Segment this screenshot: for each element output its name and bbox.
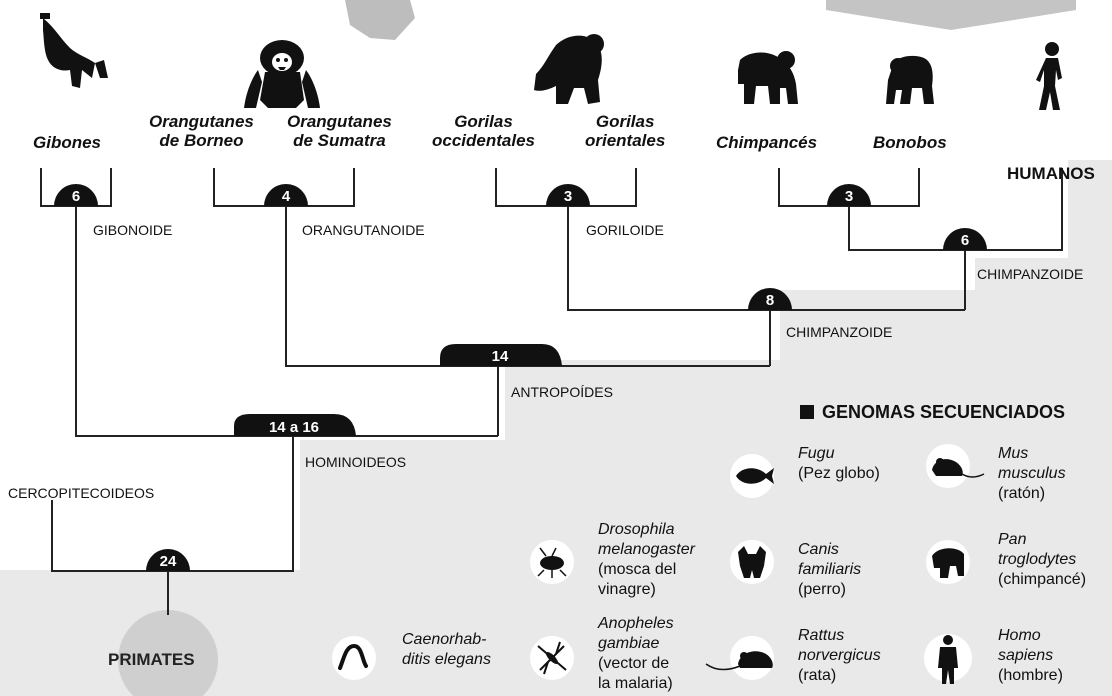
svg-text:6: 6 xyxy=(72,188,80,205)
bonobo-icon xyxy=(886,56,934,104)
species-label-bonobos: Bonobos xyxy=(873,133,947,152)
clade-label-goriloide: GORILOIDE xyxy=(586,222,664,238)
svg-text:4: 4 xyxy=(282,188,291,205)
species-label-chimpances: Chimpancés xyxy=(716,133,817,152)
genome-caenorhabditis: Caenorhab-ditis elegans xyxy=(402,630,491,670)
genome-fugu: Fugu(Pez globo) xyxy=(798,444,880,484)
svg-text:14 a 16: 14 a 16 xyxy=(269,419,319,436)
fly-icon xyxy=(530,540,574,584)
clade-label-chimpanzoide-upper: CHIMPANZOIDE xyxy=(977,266,1083,282)
badge-antropoides: 14 xyxy=(440,344,562,366)
svg-text:14: 14 xyxy=(492,348,509,365)
svg-text:3: 3 xyxy=(845,188,853,205)
badge-gibones: 6 xyxy=(54,184,98,206)
top-arrow xyxy=(826,0,1076,30)
species-label-gibones: Gibones xyxy=(33,133,101,152)
gibbon-icon xyxy=(40,13,108,88)
top-photo-fragment xyxy=(345,0,415,40)
clade-label-antropoides: ANTROPOÍDES xyxy=(511,384,613,400)
clade-label-orangutanoide: ORANGUTANOIDE xyxy=(302,222,425,238)
clade-label-chimpanzoide-lower: CHIMPANZOIDE xyxy=(786,324,892,340)
badge-hominoideos: 14 a 16 xyxy=(234,414,356,436)
svg-text:8: 8 xyxy=(766,292,774,309)
human-walking-icon xyxy=(1036,42,1062,110)
genomes-title: GENOMAS SECUENCIADOS xyxy=(800,402,1065,423)
chimp-genome-icon xyxy=(926,540,970,584)
badge-chimpances-bonobos: 3 xyxy=(827,184,871,206)
svg-text:3: 3 xyxy=(564,188,572,205)
species-label-humanos: HUMANOS xyxy=(1007,164,1095,184)
svg-text:24: 24 xyxy=(160,553,177,570)
badge-chimpanzoide-humanos: 6 xyxy=(943,228,987,250)
clade-label-gibonoide: GIBONOIDE xyxy=(93,222,172,238)
badge-orangutanes: 4 xyxy=(264,184,308,206)
badge-gorilas: 3 xyxy=(546,184,590,206)
chimpanzee-icon xyxy=(738,51,798,104)
worm-icon xyxy=(332,636,376,680)
clade-label-hominoideos: HOMINOIDEOS xyxy=(305,454,406,470)
title-square-icon xyxy=(800,405,814,419)
fish-icon xyxy=(730,454,774,498)
primates-label: PRIMATES xyxy=(108,650,195,670)
orangutan-icon xyxy=(244,40,320,108)
clade-label-cercopitecoideos: CERCOPITECOIDEOS xyxy=(8,485,154,501)
svg-text:6: 6 xyxy=(961,232,969,249)
mosquito-icon xyxy=(530,636,574,680)
gorilla-icon xyxy=(534,34,604,104)
dog-icon xyxy=(730,540,774,584)
badge-primates: 24 xyxy=(146,549,190,571)
